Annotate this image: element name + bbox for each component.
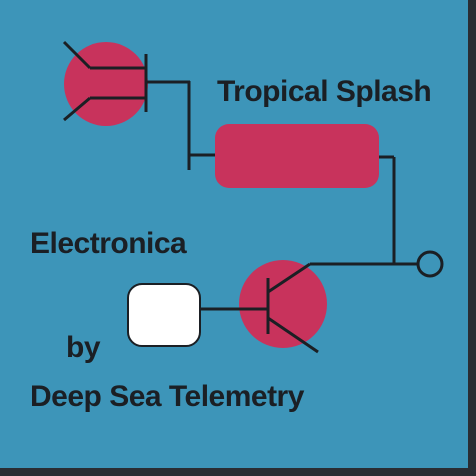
bottom-border	[0, 468, 476, 476]
resistor-icon	[215, 124, 379, 188]
white-box	[127, 283, 201, 347]
upper-transistor-icon	[62, 40, 190, 126]
terminal-icon	[416, 250, 444, 278]
artist-name: Deep Sea Telemetry	[30, 380, 304, 413]
by-label: by	[66, 331, 101, 364]
genre-label: Electronica	[30, 227, 187, 260]
album-title: Tropical Splash	[217, 75, 432, 108]
lower-transistor-icon	[198, 260, 327, 354]
right-border	[468, 0, 476, 476]
